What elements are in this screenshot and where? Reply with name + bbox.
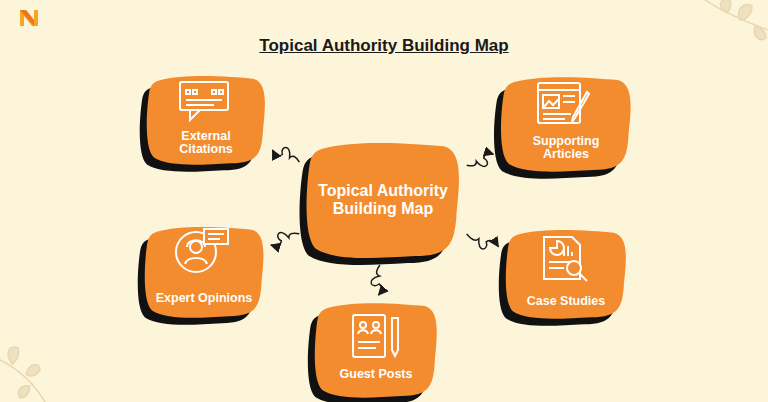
node-label: Guest Posts xyxy=(340,368,413,382)
article-icon xyxy=(535,80,593,128)
connector-arrow xyxy=(271,233,299,246)
title: Topical Authority Building Map xyxy=(0,36,768,56)
node-label: Expert Opinions xyxy=(156,292,253,306)
topic-blob: External Citations xyxy=(144,73,268,167)
node-label: Supporting Articles xyxy=(512,135,620,163)
expert-icon xyxy=(174,226,230,276)
node-label: Case Studies xyxy=(527,295,606,309)
node-label: External Citations xyxy=(158,130,254,158)
connector-arrow xyxy=(467,234,499,249)
node-label: Topical Authority Building Map xyxy=(317,182,449,217)
topic-blob: Case Studies xyxy=(503,227,629,321)
case-study-icon xyxy=(540,234,592,284)
title-text: Topical Authority Building Map xyxy=(259,36,508,55)
guest-post-icon xyxy=(350,312,402,360)
logo xyxy=(20,10,38,26)
connector-arrow xyxy=(273,147,300,162)
central-topic-blob: Topical Authority Building Map xyxy=(303,139,463,261)
connector-arrow xyxy=(467,153,494,166)
leaf-decoration xyxy=(705,0,768,40)
connector-arrow xyxy=(371,265,382,295)
leaf-decoration xyxy=(0,347,45,402)
quote-icon xyxy=(176,78,232,124)
